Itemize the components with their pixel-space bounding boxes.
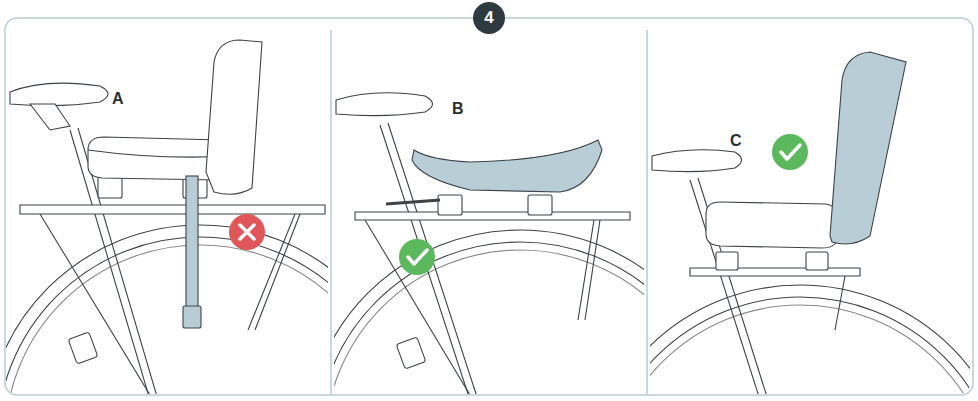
panel-a xyxy=(6,40,328,394)
panel-letter: A xyxy=(112,90,124,108)
step-number: 4 xyxy=(484,8,493,28)
step-number-badge: 4 xyxy=(473,2,505,34)
panel-b xyxy=(334,93,644,394)
panel-letter: C xyxy=(730,132,742,150)
panel-letter: B xyxy=(452,100,464,118)
frame xyxy=(5,18,973,395)
panel-c xyxy=(650,52,970,394)
